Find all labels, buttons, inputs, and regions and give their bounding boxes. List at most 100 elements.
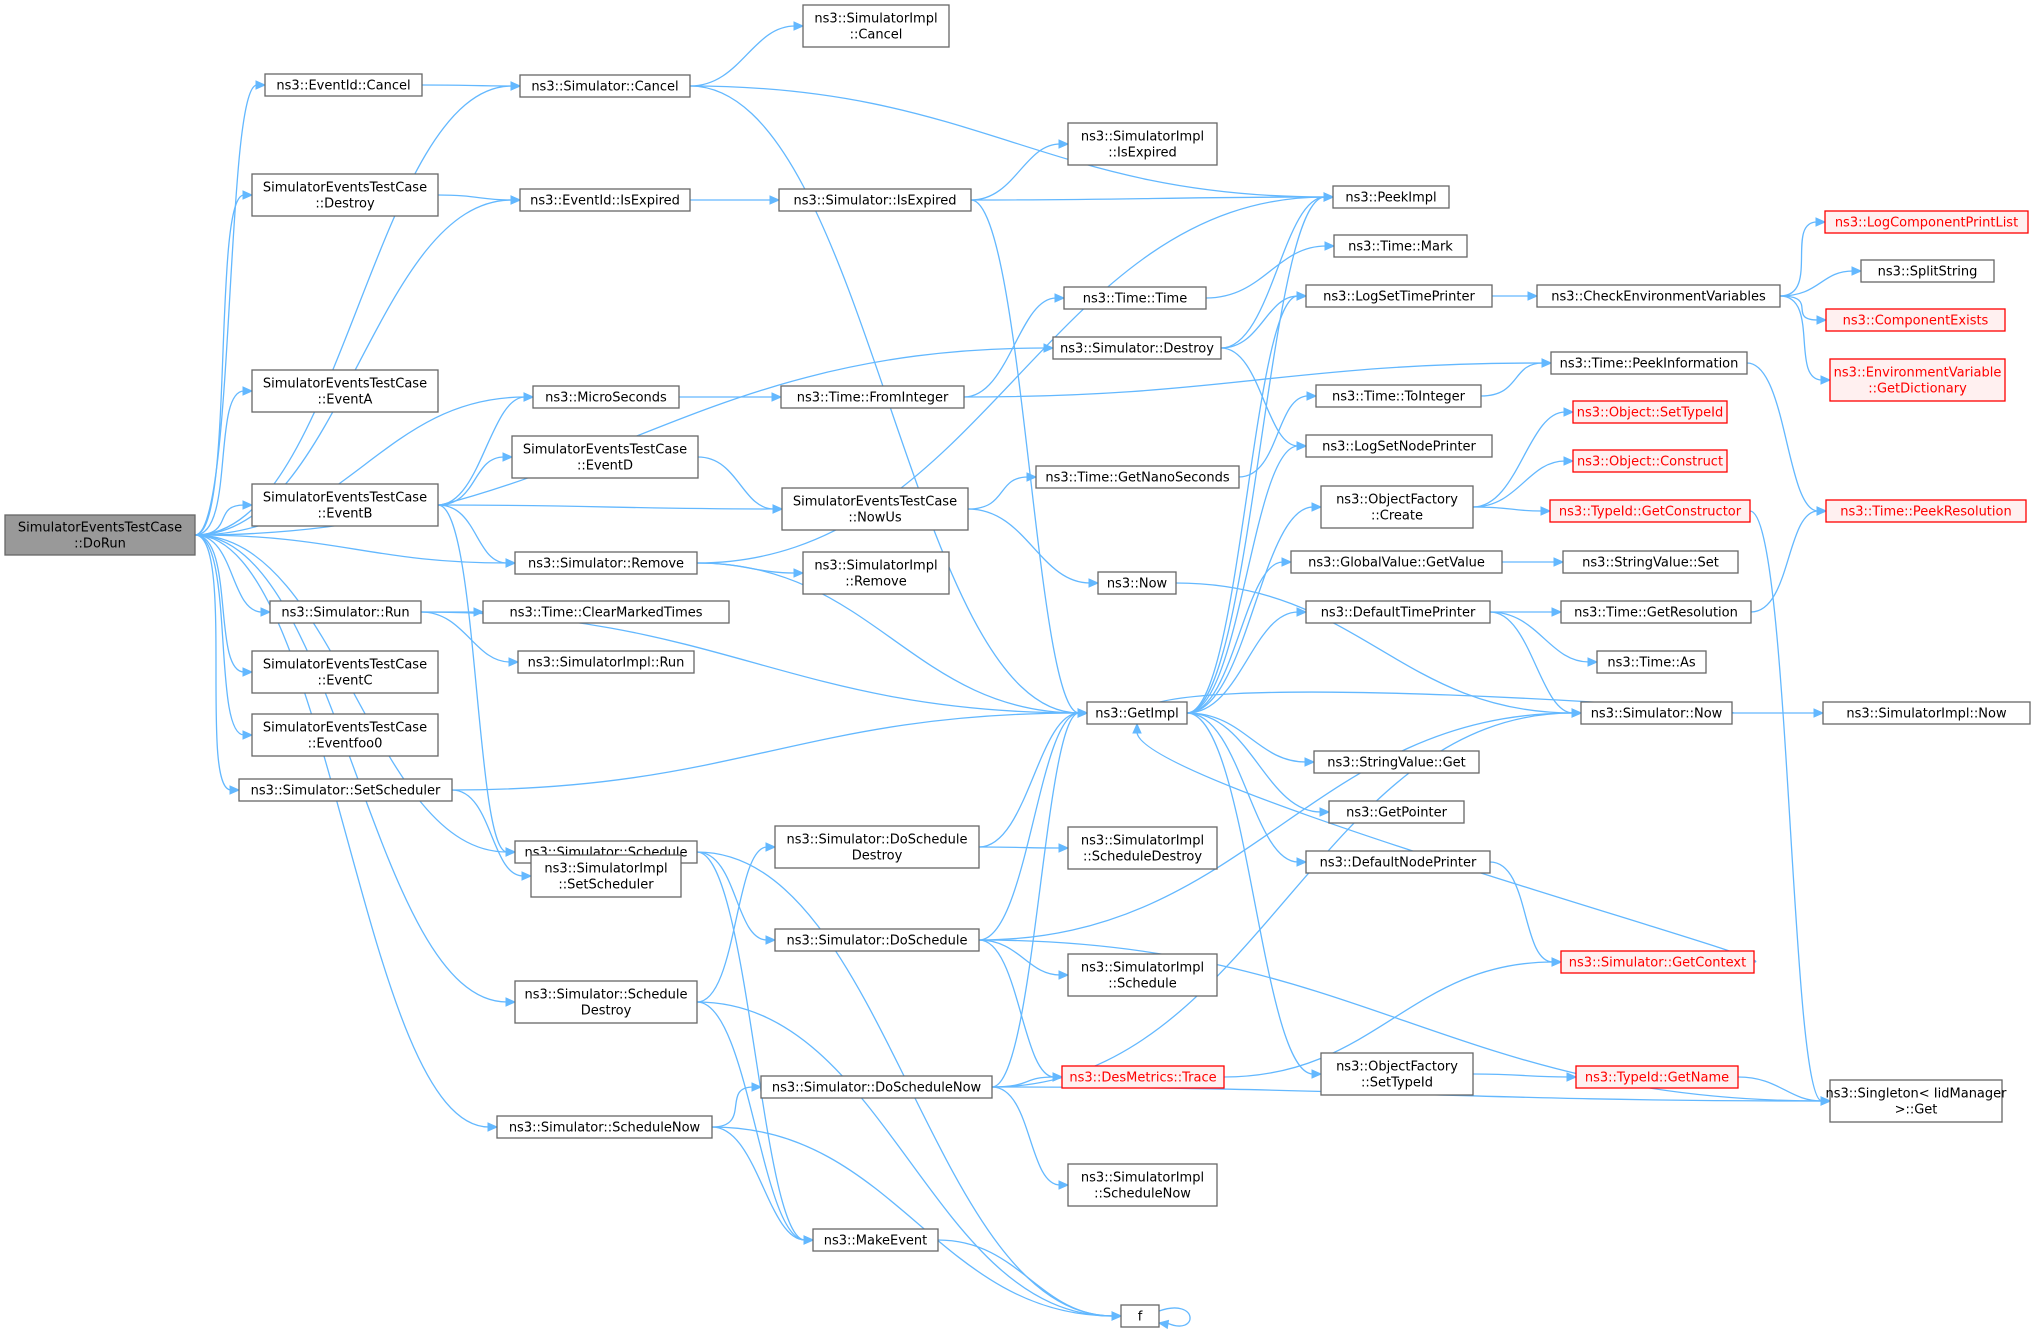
node-sim-getcontext[interactable]: ns3::Simulator::GetContext <box>1560 950 1755 974</box>
edge-dorun-to-sim-schedulenow <box>194 534 499 1132</box>
edge-arrowhead <box>510 195 522 205</box>
node-time-time[interactable]: ns3::Time::Time <box>1063 286 1207 310</box>
node-eventid-cancel[interactable]: ns3::EventId::Cancel <box>264 73 423 97</box>
node-object-settypeid[interactable]: ns3::Object::SetTypeId <box>1572 400 1728 424</box>
node-singleton-get[interactable]: ns3::Singleton< IidManager >::Get <box>1825 1079 2007 1123</box>
edge-arrowhead <box>521 871 533 881</box>
node-box <box>774 928 980 952</box>
node-time-frominteger[interactable]: ns3::Time::FromInteger <box>780 385 965 409</box>
node-sim-schedulenow[interactable]: ns3::Simulator::ScheduleNow <box>496 1115 713 1139</box>
node-logsettimeprinter[interactable]: ns3::LogSetTimePrinter <box>1305 284 1493 308</box>
node-sim-isexpired[interactable]: ns3::Simulator::IsExpired <box>778 188 972 212</box>
node-label: ns3::ComponentExists <box>1843 314 1989 329</box>
node-simevtc-eventb[interactable]: SimulatorEventsTestCase::EventB <box>251 483 439 527</box>
node-envvar-getdictionary[interactable]: ns3::EnvironmentVariable::GetDictionary <box>1829 358 2006 402</box>
node-defaulttimeprinter[interactable]: ns3::DefaultTimePrinter <box>1305 600 1491 624</box>
node-stringvalue-set[interactable]: ns3::StringValue::Set <box>1562 550 1739 574</box>
node-simevtc-eventfoo0[interactable]: SimulatorEventsTestCase::Eventfoo0 <box>251 713 439 757</box>
node-sim-dosschedulenow[interactable]: ns3::Simulator::DoScheduleNow <box>760 1075 993 1099</box>
node-globalvalue-getvalue[interactable]: ns3::GlobalValue::GetValue <box>1290 550 1503 574</box>
node-objectfactory-settypeid[interactable]: ns3::ObjectFactory::SetTypeId <box>1320 1052 1474 1096</box>
node-objectfactory-create[interactable]: ns3::ObjectFactory::Create <box>1320 485 1474 529</box>
node-stringvalue-get[interactable]: ns3::StringValue::Get <box>1313 750 1480 774</box>
node-desmetrics-trace[interactable]: ns3::DesMetrics::Trace <box>1061 1065 1225 1089</box>
node-typeid-getname[interactable]: ns3::TypeId::GetName <box>1575 1065 1739 1089</box>
node-simimpl-now[interactable]: ns3::SimulatorImpl::Now <box>1822 701 2031 725</box>
node-now[interactable]: ns3::Now <box>1097 571 1177 595</box>
node-logcomponentprintlist[interactable]: ns3::LogComponentPrintList <box>1824 210 2029 234</box>
edge-line <box>1489 611 1590 663</box>
node-makeevent[interactable]: ns3::MakeEvent <box>812 1228 939 1252</box>
node-f[interactable]: f <box>1120 1304 1160 1328</box>
edge-arrowhead <box>260 607 272 617</box>
node-box <box>264 73 423 97</box>
node-simimpl-isexpired[interactable]: ns3::SimulatorImpl::IsExpired <box>1067 122 1218 166</box>
node-sim-cancel[interactable]: ns3::Simulator::Cancel <box>519 74 691 98</box>
node-box <box>482 600 730 624</box>
edge-globalvalue-getvalue-to-stringvalue-set <box>1502 557 1565 567</box>
node-label: ::Remove <box>845 575 907 590</box>
node-getpointer[interactable]: ns3::GetPointer <box>1328 800 1465 824</box>
node-simimpl-remove[interactable]: ns3::SimulatorImpl::Remove <box>802 551 950 595</box>
edge-line <box>1205 245 1327 299</box>
node-label: ns3::ObjectFactory <box>1336 493 1458 508</box>
node-time-clearmarkedtimes[interactable]: ns3::Time::ClearMarkedTimes <box>482 600 730 624</box>
node-time-tointeger[interactable]: ns3::Time::ToInteger <box>1315 384 1482 408</box>
edge-sim-cancel-to-simimpl-cancel <box>689 21 805 87</box>
node-simimpl-schedulenow[interactable]: ns3::SimulatorImpl::ScheduleNow <box>1067 1163 1218 1207</box>
node-sim-remove[interactable]: ns3::Simulator::Remove <box>514 551 698 575</box>
node-time-as[interactable]: ns3::Time::As <box>1596 650 1707 674</box>
node-label: SimulatorEventsTestCase <box>263 491 427 506</box>
node-simevtc-eventd[interactable]: SimulatorEventsTestCase::EventD <box>511 435 699 479</box>
node-typeid-getconstructor[interactable]: ns3::TypeId::GetConstructor <box>1549 499 1751 523</box>
edge-simevtc-nowus-to-time-getnanoseconds <box>967 472 1038 510</box>
node-time-mark[interactable]: ns3::Time::Mark <box>1333 234 1468 258</box>
node-peekimpl[interactable]: ns3::PeekImpl <box>1332 185 1450 209</box>
node-time-peekinformation[interactable]: ns3::Time::PeekInformation <box>1550 351 1748 375</box>
node-time-getresolution[interactable]: ns3::Time::GetResolution <box>1560 600 1752 624</box>
edge-line <box>451 712 1080 791</box>
node-object-construct[interactable]: ns3::Object::Construct <box>1572 449 1728 473</box>
node-box <box>1560 600 1752 624</box>
edge-arrowhead <box>242 500 254 510</box>
node-sim-now[interactable]: ns3::Simulator::Now <box>1580 701 1733 725</box>
node-box <box>1120 1304 1160 1328</box>
node-simimpl-schedule[interactable]: ns3::SimulatorImpl::Schedule <box>1067 953 1218 997</box>
edge-arrowhead <box>1816 506 1828 516</box>
node-time-peekresolution[interactable]: ns3::Time::PeekResolution <box>1825 499 2027 523</box>
node-box <box>514 980 698 1024</box>
edge-line <box>194 390 245 536</box>
node-defaultnodeprinter[interactable]: ns3::DefaultNodePrinter <box>1305 850 1491 874</box>
edge-line <box>1779 295 1819 321</box>
node-time-getnanoseconds[interactable]: ns3::Time::GetNanoSeconds <box>1035 465 1240 489</box>
node-sim-setscheduler[interactable]: ns3::Simulator::SetScheduler <box>238 778 453 802</box>
node-splitstring[interactable]: ns3::SplitString <box>1860 259 1995 283</box>
edge-line <box>194 84 258 536</box>
edge-sim-now-to-simimpl-now <box>1732 708 1825 718</box>
node-box <box>1313 750 1480 774</box>
node-sim-destroy[interactable]: ns3::Simulator::Destroy <box>1052 336 1222 360</box>
node-logsetnodeprinter[interactable]: ns3::LogSetNodePrinter <box>1305 434 1493 458</box>
node-simevtc-nowus[interactable]: SimulatorEventsTestCase::NowUs <box>781 487 969 531</box>
node-sim-doschedule[interactable]: ns3::Simulator::DoSchedule <box>774 928 980 952</box>
node-simevtc-eventc[interactable]: SimulatorEventsTestCase::EventC <box>251 650 439 694</box>
node-eventid-isexpired[interactable]: ns3::EventId::IsExpired <box>519 188 691 212</box>
node-simimpl-run[interactable]: ns3::SimulatorImpl::Run <box>517 650 695 674</box>
node-sim-run[interactable]: ns3::Simulator::Run <box>269 600 422 624</box>
node-sim-scheduledestroy[interactable]: ns3::Simulator::ScheduleDestroy <box>514 980 698 1024</box>
node-box <box>1061 1065 1225 1089</box>
node-checkenvvars[interactable]: ns3::CheckEnvironmentVariables <box>1536 284 1781 308</box>
node-microseconds[interactable]: ns3::MicroSeconds <box>532 385 680 409</box>
node-simimpl-scheduledestroy[interactable]: ns3::SimulatorImpl::ScheduleDestroy <box>1067 826 1218 870</box>
node-simimpl-cancel[interactable]: ns3::SimulatorImpl::Cancel <box>802 4 950 48</box>
node-box <box>1596 650 1707 674</box>
node-dorun[interactable]: SimulatorEventsTestCase::DoRun <box>4 514 196 556</box>
node-simevtc-destroy[interactable]: SimulatorEventsTestCase::Destroy <box>251 173 439 217</box>
node-getimpl[interactable]: ns3::GetImpl <box>1086 701 1188 725</box>
node-simevtc-eventa[interactable]: SimulatorEventsTestCase::EventA <box>251 369 439 413</box>
node-simimpl-setscheduler[interactable]: ns3::SimulatorImpl::SetScheduler <box>530 854 682 898</box>
node-box <box>1536 284 1781 308</box>
node-componentexists[interactable]: ns3::ComponentExists <box>1825 308 2006 332</box>
edge-line <box>194 534 263 613</box>
